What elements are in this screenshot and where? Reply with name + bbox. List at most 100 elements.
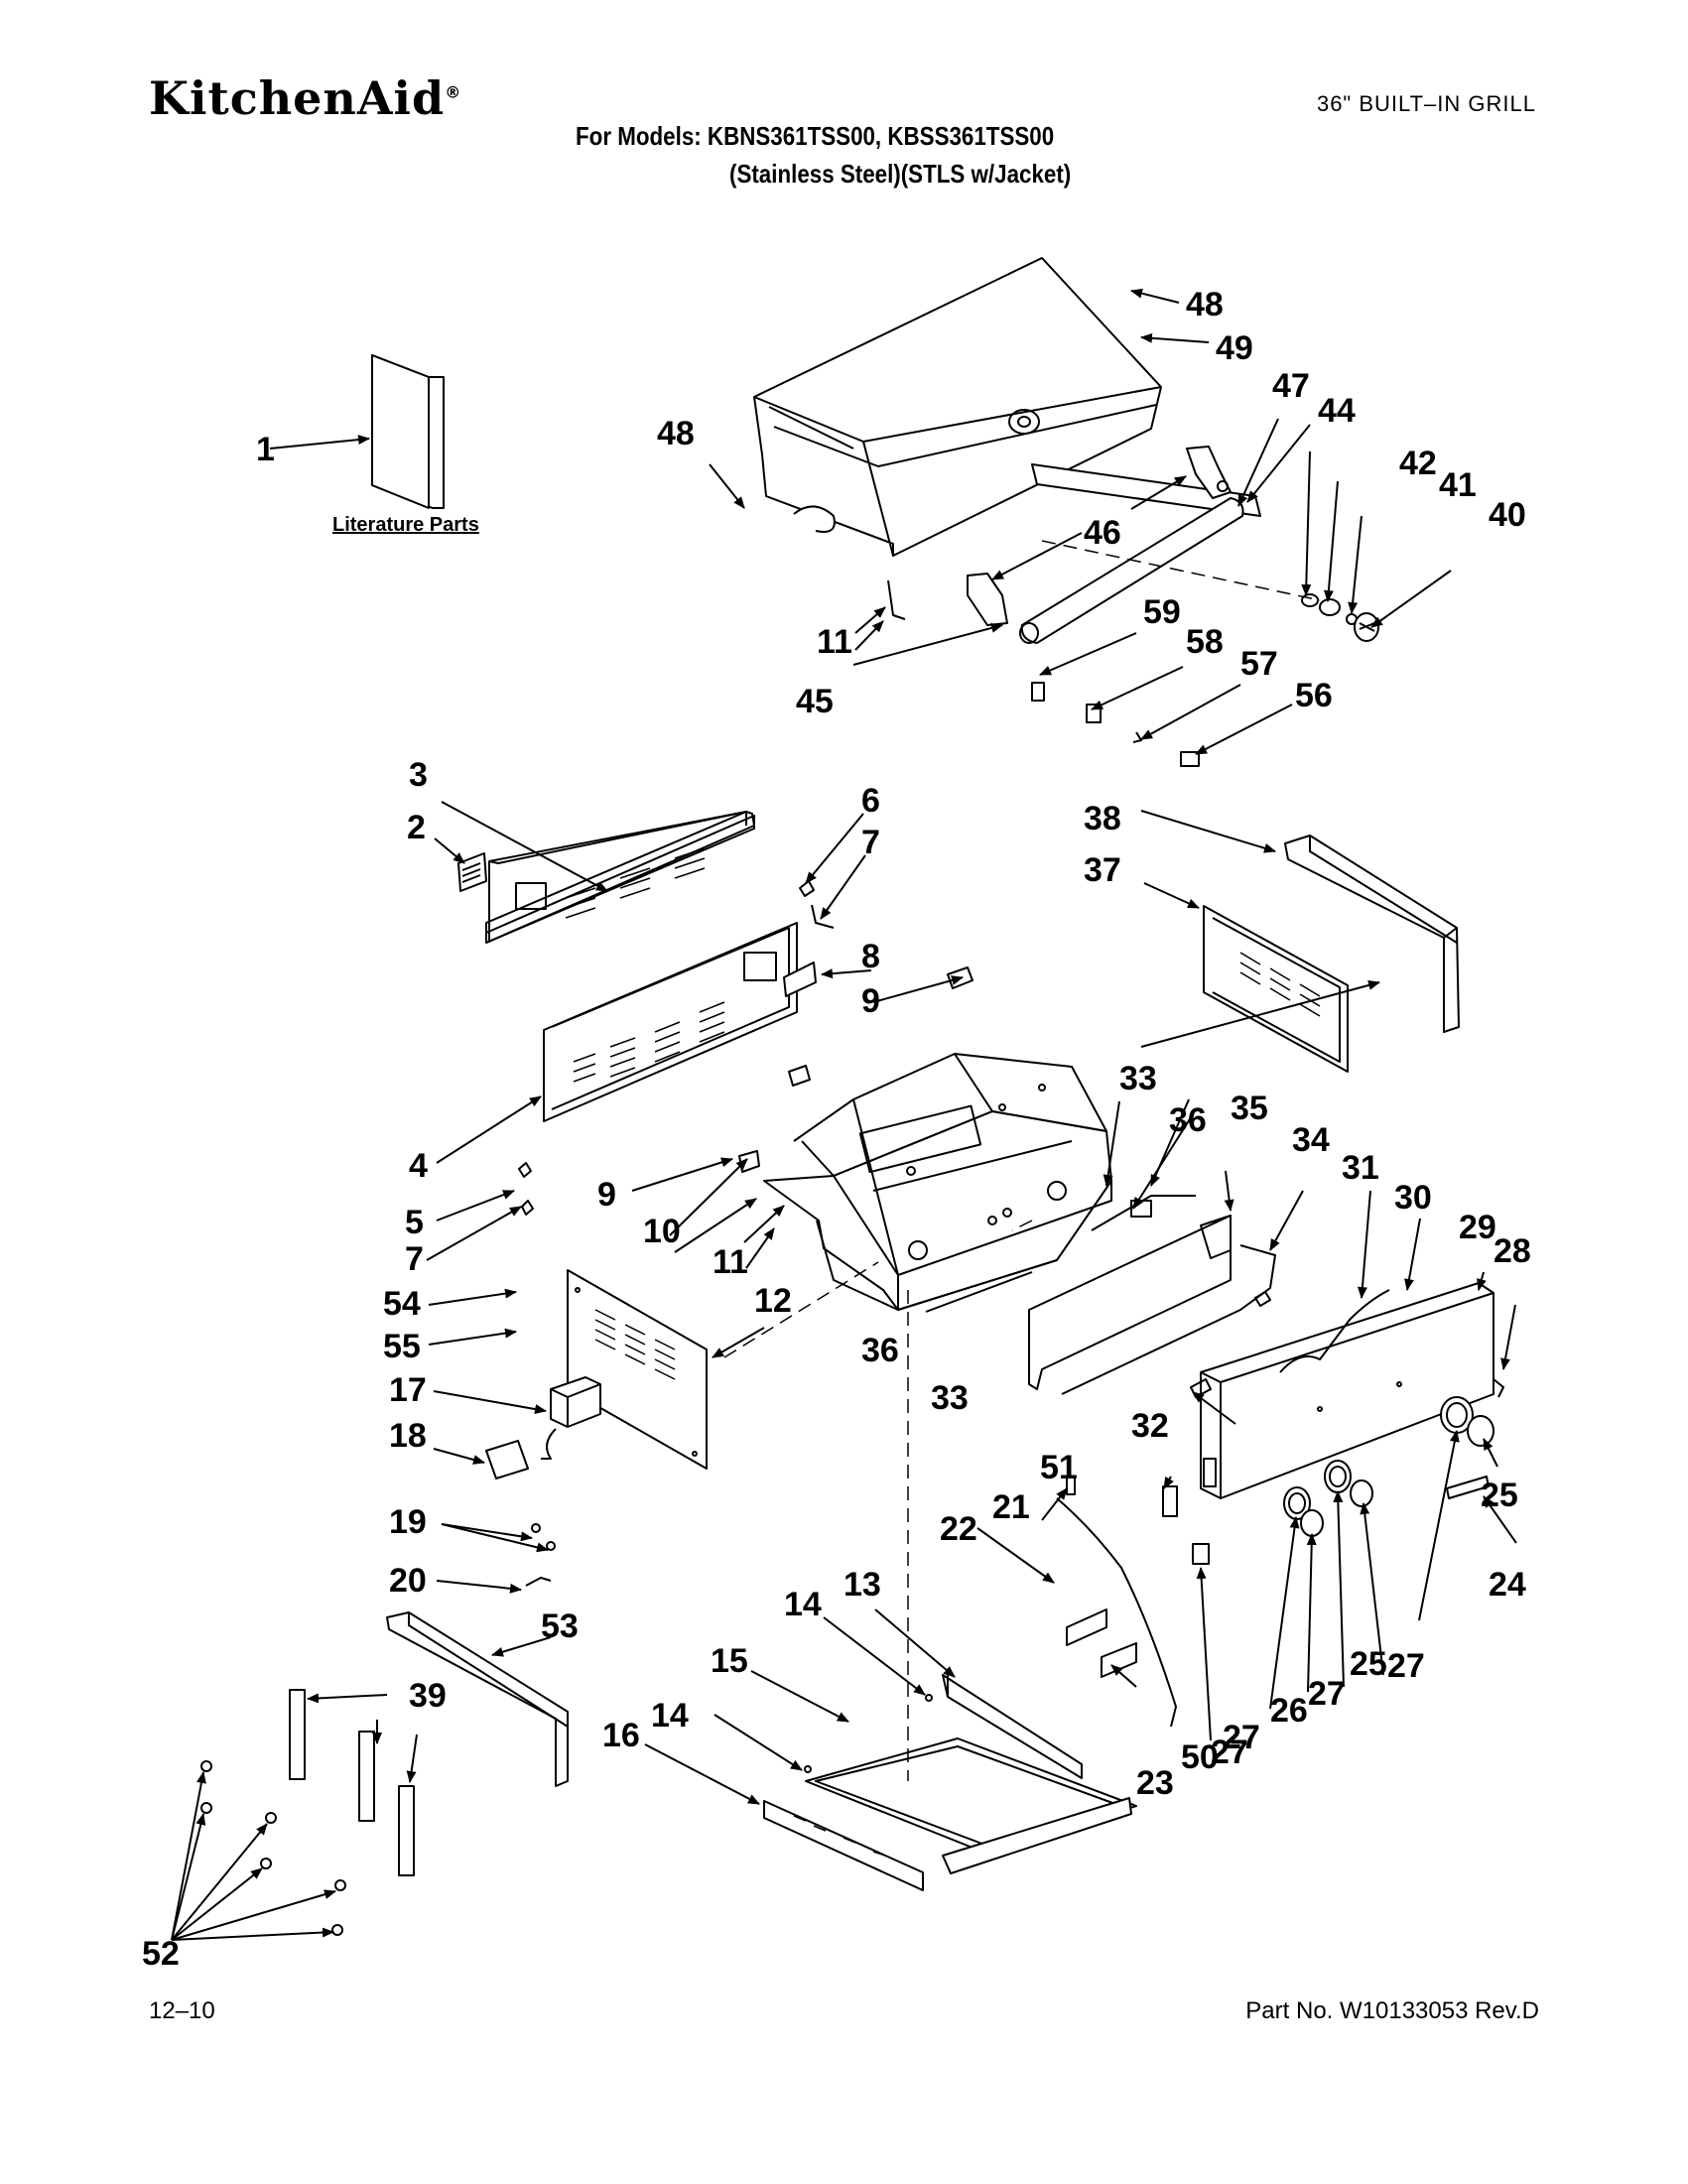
literature-parts-label: Literature Parts: [332, 514, 479, 536]
callout-33: 33: [1119, 1060, 1157, 1097]
callout-25: 25: [1481, 1477, 1518, 1514]
callout-27b: 27: [1308, 1675, 1346, 1713]
callout-23: 23: [1136, 1764, 1174, 1802]
callout-27d: 27: [1211, 1734, 1248, 1771]
callout-49: 49: [1216, 329, 1253, 367]
callout-44: 44: [1318, 392, 1356, 430]
callout-53: 53: [541, 1607, 579, 1645]
control-knob-parts: [1283, 1396, 1494, 1537]
callout-17: 17: [389, 1371, 427, 1409]
callout-32: 32: [1131, 1407, 1169, 1445]
callout-9b: 9: [597, 1176, 616, 1214]
callout-50: 50: [1181, 1738, 1219, 1776]
callout-33b: 33: [931, 1379, 969, 1417]
rail-bracket-parts: [763, 1694, 1132, 1891]
wire-harness-parts: [1056, 1476, 1177, 1728]
right-side-panel-part: [1203, 905, 1349, 1073]
igniter-small-parts: [1031, 682, 1200, 767]
hood-tube-part: [1019, 497, 1244, 644]
callout-11b: 11: [713, 1243, 748, 1281]
callout-45: 45: [796, 683, 834, 720]
spit-motor-parts: [1301, 593, 1379, 642]
callout-36b: 36: [861, 1332, 899, 1369]
callout-26: 26: [1270, 1692, 1308, 1730]
callout-48: 48: [1186, 286, 1224, 323]
callout-30: 30: [1394, 1179, 1432, 1217]
front-trim-part: [386, 1611, 569, 1787]
switch-parts: [1162, 1485, 1210, 1565]
callout-35: 35: [1231, 1090, 1268, 1127]
callout-20: 20: [389, 1562, 427, 1600]
trim-strip-parts: [289, 1689, 415, 1876]
footer-date: 12–10: [149, 1997, 215, 2024]
side-heat-shield-part: [567, 1269, 708, 1470]
callout-36: 36: [1169, 1101, 1207, 1139]
callout-41: 41: [1439, 466, 1477, 504]
callout-58: 58: [1186, 623, 1224, 661]
firebox-part: [763, 1053, 1112, 1313]
grill-hood-part: [753, 257, 1162, 557]
callout-3: 3: [409, 756, 428, 794]
callout-9: 9: [861, 982, 880, 1020]
callout-7: 7: [861, 824, 880, 861]
callout-25b: 25: [1350, 1645, 1387, 1683]
clip-parts: [783, 880, 835, 997]
brand-logo: KitchenAid®: [149, 71, 462, 125]
callout-22: 22: [940, 1510, 977, 1548]
callout-12: 12: [754, 1282, 792, 1320]
material-line: (Stainless Steel)(STLS w/Jacket): [729, 159, 1072, 189]
callout-14b: 14: [651, 1697, 689, 1734]
callout-2: 2: [407, 809, 426, 846]
wiring-harness-part: [1279, 1289, 1390, 1373]
literature-booklet-part: [371, 354, 445, 509]
callout-18: 18: [389, 1417, 427, 1455]
callout-11: 11: [817, 623, 852, 661]
callout-57: 57: [1240, 645, 1278, 683]
callout-29: 29: [1459, 1209, 1496, 1246]
callout-56: 56: [1295, 677, 1333, 714]
callout-7b: 7: [405, 1240, 424, 1278]
callout-39: 39: [409, 1677, 447, 1715]
callout-59: 59: [1143, 593, 1181, 631]
models-line: For Models: KBNS361TSS00, KBSS361TSS00: [576, 121, 1055, 151]
footer-part-number: Part No. W10133053 Rev.D: [1245, 1997, 1539, 2024]
side-trim-part: [1284, 835, 1460, 1033]
vent-plate-part: [457, 852, 487, 892]
callout-27c: 27: [1387, 1647, 1425, 1685]
callout-42: 42: [1399, 445, 1437, 482]
callout-8: 8: [861, 938, 880, 975]
callout-46: 46: [1084, 514, 1121, 552]
transformer-part: [541, 1376, 601, 1460]
rear-heat-shield-part: [543, 922, 798, 1122]
callout-15: 15: [711, 1642, 748, 1680]
hood-bracket-left-part: [967, 446, 1232, 626]
callout-10: 10: [643, 1213, 681, 1250]
callout-14: 14: [784, 1586, 822, 1623]
nut-parts: [200, 1760, 346, 1936]
product-title: 36" BUILT–IN GRILL: [1316, 91, 1536, 116]
callout-54: 54: [383, 1285, 421, 1323]
mounting-plate-part: [485, 1440, 529, 1479]
callout-37: 37: [1084, 851, 1121, 889]
manifold-rod-part: [1061, 1244, 1276, 1395]
fastener-parts: [518, 1162, 556, 1587]
callout-5: 5: [405, 1204, 424, 1241]
callout-6: 6: [861, 782, 880, 820]
callout-34: 34: [1292, 1121, 1330, 1159]
callout-27: 27: [1223, 1719, 1260, 1756]
callout-19: 19: [389, 1503, 427, 1541]
callout-40: 40: [1489, 496, 1526, 534]
back-panel-part: [485, 811, 755, 944]
callout-13: 13: [844, 1566, 881, 1604]
callout-55: 55: [383, 1328, 421, 1365]
callout-48b: 48: [657, 415, 695, 452]
callout-28: 28: [1493, 1232, 1531, 1270]
callout-52: 52: [142, 1935, 180, 1973]
callout-1: 1: [256, 431, 275, 468]
callout-21: 21: [992, 1488, 1030, 1526]
control-bracket-part: [1028, 1195, 1232, 1390]
callout-24: 24: [1489, 1566, 1526, 1604]
callout-51: 51: [1040, 1449, 1078, 1486]
callout-16: 16: [602, 1717, 640, 1754]
